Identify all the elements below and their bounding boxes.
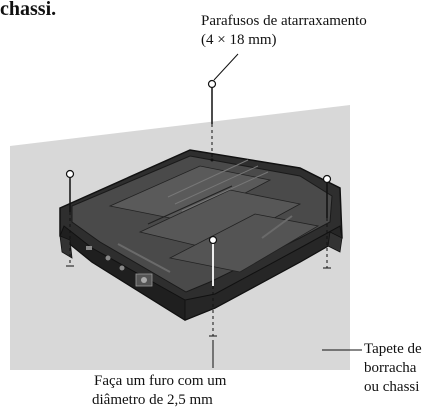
screw-top xyxy=(207,79,217,162)
drill-label-line1: Faça um furo com um xyxy=(94,373,227,389)
screw-right xyxy=(322,174,332,269)
drill-label-line2: diâmetro de 2,5 mm xyxy=(92,392,213,408)
screws-leader-line xyxy=(213,53,239,81)
screw-front xyxy=(208,235,218,337)
screw-left xyxy=(65,169,75,267)
mat-label-line1: Tapete de xyxy=(364,341,422,357)
section-heading: chassi. xyxy=(0,0,57,20)
amplifier-unit xyxy=(59,149,343,321)
screws-label-line1: Parafusos de atarraxamento xyxy=(201,13,367,29)
mat-label-line2: borracha xyxy=(364,360,417,376)
mat-label-line3: ou chassi xyxy=(364,379,420,395)
screws-label-line2: (4 × 18 mm) xyxy=(201,32,277,48)
